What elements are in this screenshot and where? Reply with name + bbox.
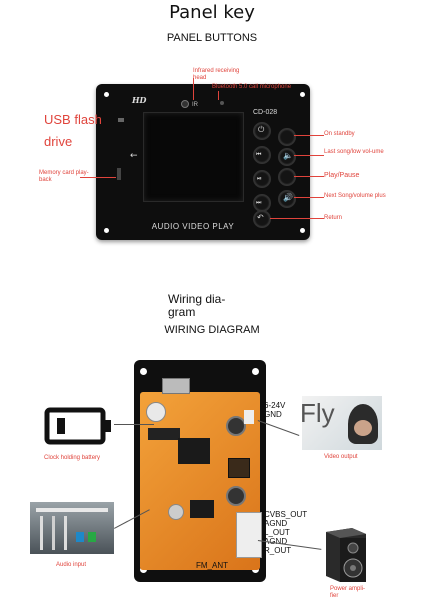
wiring-title-line1: Wiring dia- [168, 292, 226, 306]
wiring-subtitle: WIRING DIAGRAM [164, 324, 260, 336]
clock-battery-label: Clock holding battery [44, 455, 101, 461]
power-pin-label-2: GND [264, 410, 282, 419]
play-button[interactable] [253, 170, 271, 188]
connector-white [244, 410, 254, 424]
inductor [228, 458, 250, 478]
next-song-label: Next Song/volume plus [324, 193, 386, 199]
leader-line [270, 218, 324, 219]
panel-subtitle: PANEL BUTTONS [166, 32, 258, 44]
last-song-label: Last song/low vol-ume [324, 149, 384, 155]
bezel-text: AUDIO VIDEO PLAY [151, 222, 235, 231]
speaker-icon [326, 528, 366, 582]
audio-cable-photo [30, 502, 114, 554]
leader-line [294, 197, 324, 198]
volume-down-icon: 🔈 [283, 151, 293, 160]
mount-hole [104, 228, 109, 233]
chip [190, 500, 214, 518]
back-arrow-icon: ← [130, 151, 138, 161]
leader-line [80, 177, 116, 178]
play-icon: ⏯ [257, 175, 262, 182]
play-pause-button[interactable] [278, 168, 296, 186]
chip [148, 428, 180, 440]
leader-line [294, 135, 324, 136]
volume-up-button[interactable] [278, 190, 296, 208]
video-output-label: Video output [324, 454, 358, 460]
frame-hole [140, 368, 147, 375]
connector-line [114, 424, 154, 425]
frame-hole [252, 368, 259, 375]
power-amplifier-label: Power ampli-fier [330, 586, 366, 599]
capacitor [226, 416, 246, 436]
fm-ant-label: FM_ANT [196, 561, 228, 570]
volume-down-button[interactable] [278, 148, 296, 166]
ir-mark: IR [192, 102, 198, 108]
prev-icon: ⏮ [256, 151, 262, 158]
leader-line [294, 176, 324, 177]
power-icon: ⏻ [258, 125, 265, 134]
capacitor [226, 486, 246, 506]
bluetooth-mic-label: Bluetooth 5.0 call microphone [212, 84, 292, 90]
leader-line [193, 78, 194, 100]
usb-label-line2: drive [44, 134, 73, 149]
model-label: CD-028 [253, 109, 278, 116]
lcd-screen [143, 112, 244, 202]
main-chip [178, 438, 210, 464]
pin-label-agnd: AGND [264, 519, 288, 528]
leader-line [294, 155, 324, 156]
play-pause-label: Play/Pause [324, 172, 360, 179]
pin-label-l-out: L_OUT [264, 528, 290, 537]
on-standby-label: On standby [324, 131, 355, 137]
terminal-block [236, 512, 262, 558]
infrared-label: Infrared receiving head [193, 68, 240, 81]
memory-card-label: Memory card play-back [39, 170, 89, 183]
microphone [220, 101, 224, 105]
pin-label-r-out: R_OUT [264, 546, 292, 555]
mount-hole [300, 228, 305, 233]
brand-logo: HD [132, 95, 147, 105]
panel-title: Panel key [169, 2, 255, 23]
usb-connector [162, 378, 190, 394]
power-pin-label-1: 6-24V [264, 401, 286, 410]
infrared-receiver [181, 100, 189, 108]
leader-line [218, 91, 219, 100]
wiring-title-line2: gram [168, 305, 196, 319]
usb-label-line1: USB flash [44, 112, 102, 127]
pin-label-cvbs-out: CVBS_OUT [264, 510, 308, 519]
return-icon: ↶ [257, 213, 264, 222]
coin-battery [146, 402, 166, 422]
volume-up-icon: 🔊 [283, 193, 293, 202]
crystal [168, 504, 184, 520]
video-output-photo [302, 396, 382, 450]
power-button[interactable] [253, 122, 271, 140]
standby-button[interactable] [278, 128, 296, 146]
audio-input-label: Audio input [56, 562, 87, 568]
mount-hole [104, 92, 109, 97]
battery-icon [44, 407, 111, 445]
prev-button[interactable] [253, 146, 271, 164]
next-icon: ⏭ [256, 199, 262, 206]
return-button[interactable] [253, 210, 271, 228]
usb-port [118, 118, 124, 122]
return-label: Return [324, 215, 343, 221]
mount-hole [300, 92, 305, 97]
memory-card-slot [117, 168, 121, 180]
fly-text: Fly [300, 398, 335, 428]
